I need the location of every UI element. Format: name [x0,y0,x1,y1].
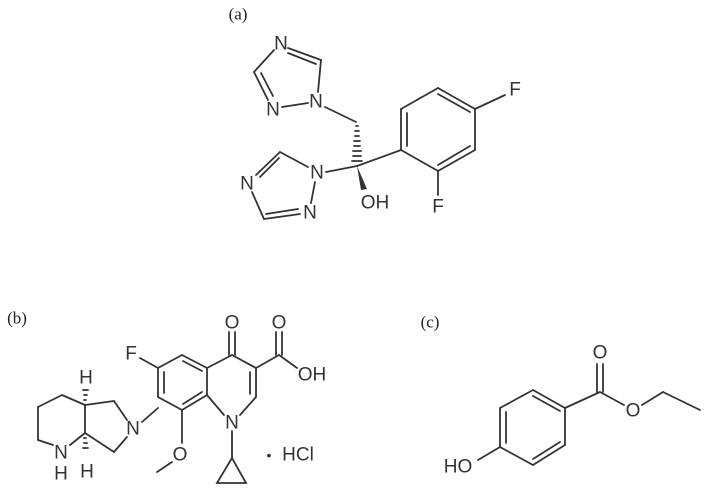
atom-O: O [593,343,608,364]
atom-H: H [54,464,68,485]
pyrrolidine-ring [84,400,128,453]
atom-N: N [303,203,317,224]
atom-N: N [274,34,288,55]
atom-O: O [272,313,287,334]
atom-N: N [309,92,323,113]
top-triazole-ring [253,47,322,108]
atom-H: H [80,462,94,483]
quinolone-pyridone-ring [206,331,298,459]
benzene-ring [499,389,566,466]
bottom-triazole-ring [251,151,316,220]
panel-label-a: (a) [229,5,248,24]
atom-N: N [266,100,280,121]
atom-N: N [240,174,254,195]
atom-O: O [173,445,188,466]
atom-N: N [225,413,239,434]
bold-wedge-bond [357,166,367,190]
cyclopropyl-ring [215,456,248,484]
atom-OH: OH [361,193,390,214]
hashed-wedge-bond [82,389,89,449]
quinolone-benzo-ring [139,354,208,444]
panel-a-fluconazole: (a) N N N [229,5,521,224]
panel-c-ethylparaben: (c) O O HO [421,313,701,478]
panel-b-moxifloxacin: (b) N H H H N [7,309,326,485]
salt-dot: • [267,447,272,463]
difluorophenyl-ring [400,87,506,196]
atom-N: N [126,419,140,440]
hashed-wedge-bond [351,125,363,162]
panel-label-b: (b) [7,309,27,328]
atom-H: H [79,368,93,389]
hcl-salt-label: HCl [282,445,314,466]
panel-label-c: (c) [421,313,440,332]
atom-N: N [54,443,68,464]
atom-N: N [310,163,324,184]
atom-HO: HO [444,457,473,478]
atom-OH: OH [298,365,327,386]
atom-O: O [626,401,641,422]
atom-O: O [225,313,240,334]
atom-F: F [509,80,521,101]
atom-F: F [125,344,137,365]
piperidine-ring [37,394,86,446]
atom-F: F [432,197,444,218]
